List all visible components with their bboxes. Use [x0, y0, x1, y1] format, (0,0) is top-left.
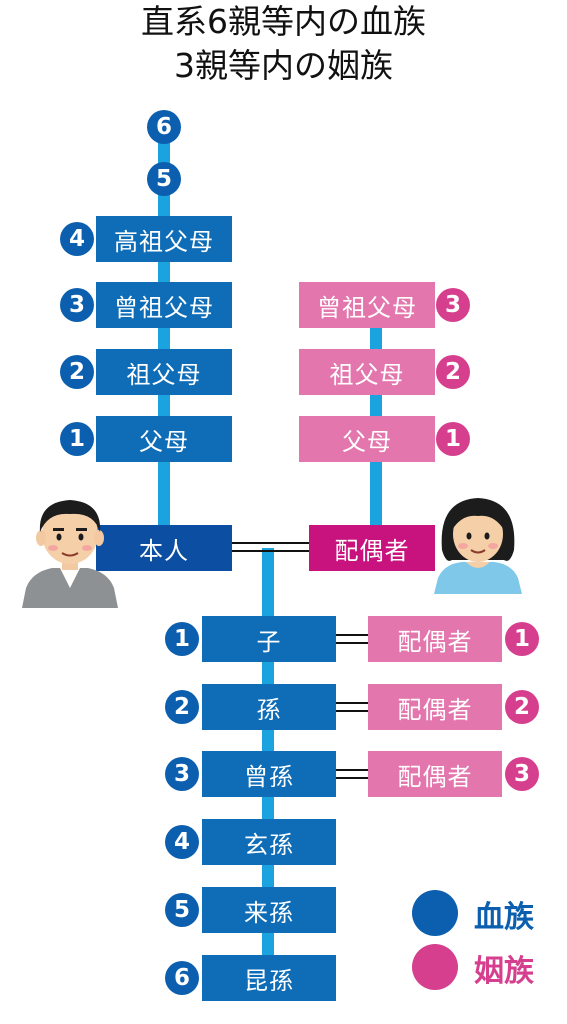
ancestor-degree-6-badge: 6 — [147, 110, 181, 144]
spouse-ancestor-degree-2-badge: 2 — [436, 355, 470, 389]
ancestor-degree-1-badge: 1 — [60, 422, 94, 456]
ancestor-degree-3-badge: 3 — [60, 288, 94, 322]
grandchild-spouse-degree-2-badge: 2 — [505, 690, 539, 724]
descendant-6-box: 昆孫 — [202, 955, 336, 1001]
male-avatar-icon — [22, 500, 118, 608]
legend-inlaw-dot — [412, 944, 458, 990]
child-marriage-line-bottom — [336, 642, 368, 644]
descendant-degree-4-badge: 4 — [165, 825, 199, 859]
female-avatar-icon — [434, 498, 522, 594]
parents-box: 父母 — [96, 416, 232, 462]
grandchild-marriage-line-top — [336, 702, 368, 704]
spouse-grandparents-box: 祖父母 — [299, 349, 435, 395]
great-great-grandchild-box: 玄孫 — [202, 819, 336, 865]
ancestor-degree-5-badge: 5 — [147, 162, 181, 196]
spouse-box: 配偶者 — [309, 525, 435, 571]
legend-blood-label: 血族 — [474, 900, 534, 935]
self-box: 本人 — [96, 525, 232, 571]
marriage-line-top — [232, 542, 310, 544]
great-grandchild-spouse-degree-3-badge: 3 — [505, 757, 539, 791]
grandchild-spouse-box: 配偶者 — [368, 684, 502, 730]
descendant-degree-6-badge: 6 — [165, 961, 199, 995]
descendant-degree-1-badge: 1 — [165, 622, 199, 656]
great-great-great-grandchild-box: 来孫 — [202, 887, 336, 933]
descendant-degree-2-badge: 2 — [165, 690, 199, 724]
spouse-ancestor-degree-1-badge: 1 — [436, 422, 470, 456]
child-spouse-box: 配偶者 — [368, 616, 502, 662]
great-grandchild-marriage-line-top — [336, 769, 368, 771]
great-great-grandparents-box: 高祖父母 — [96, 216, 232, 262]
great-grandchild-spouse-box: 配偶者 — [368, 751, 502, 797]
marriage-line-bottom — [232, 550, 310, 552]
child-marriage-line-top — [336, 634, 368, 636]
spouse-parents-box: 父母 — [299, 416, 435, 462]
spouse-ancestor-degree-3-badge: 3 — [436, 288, 470, 322]
grandparents-box: 祖父母 — [96, 349, 232, 395]
ancestor-degree-2-badge: 2 — [60, 355, 94, 389]
child-spouse-degree-1-badge: 1 — [505, 622, 539, 656]
descendant-degree-5-badge: 5 — [165, 893, 199, 927]
great-grandchild-marriage-line-bottom — [336, 777, 368, 779]
descendant-degree-3-badge: 3 — [165, 757, 199, 791]
great-grandchild-box: 曾孫 — [202, 751, 336, 797]
grandchild-marriage-line-bottom — [336, 710, 368, 712]
spouse-great-grandparents-box: 曾祖父母 — [299, 282, 435, 328]
great-grandparents-box: 曾祖父母 — [96, 282, 232, 328]
ancestor-degree-4-badge: 4 — [60, 222, 94, 256]
legend-blood-dot — [412, 890, 458, 936]
title-line-1: 直系6親等内の血族 — [141, 2, 426, 41]
title-line-2: 3親等内の姻族 — [174, 46, 393, 85]
child-box: 子 — [202, 616, 336, 662]
legend-inlaw-label: 姻族 — [474, 954, 534, 989]
grandchild-box: 孫 — [202, 684, 336, 730]
